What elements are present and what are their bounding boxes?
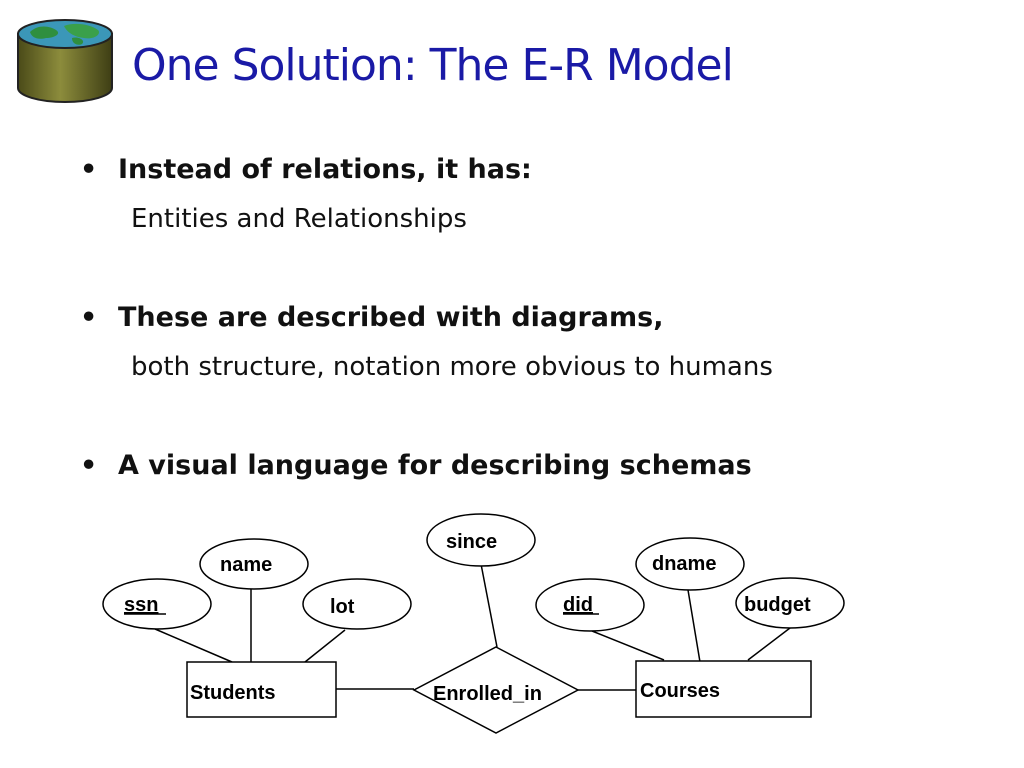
edge-since-enrolled [480,563,498,648]
bullet-3-text: A visual language for describing schemas [118,450,752,481]
attr-dname-label: dname [652,553,716,575]
attr-budget-label: budget [744,594,811,616]
attr-budget [735,577,845,629]
bullet-dot: • [80,154,98,185]
database-globe-icon [17,19,113,103]
attr-lot [302,578,412,630]
attr-did [535,578,645,632]
entity-courses [635,660,812,718]
attr-since-label: since [446,531,497,553]
bullet-1-text: Instead of relations, it has: [118,154,532,185]
attr-dname [635,537,745,591]
attr-ssn-label: ssn [124,594,158,616]
bullet-1-sub: Entities and Relationships [131,204,467,234]
entity-students-label: Students [190,682,276,704]
edge-did-courses [591,630,665,661]
attr-since [426,513,536,567]
slide-title: One Solution: The E-R Model [132,40,734,91]
relationship-label: Enrolled_in [433,683,542,705]
edge-lot-students [304,629,346,663]
bullet-2-text: These are described with diagrams, [118,302,664,333]
entity-courses-label: Courses [640,680,720,702]
bullet-2-sub: both structure, notation more obvious to… [131,352,773,382]
edge-budget-courses [747,627,791,661]
entity-students [186,661,337,718]
attr-name-label: name [220,554,272,576]
attr-ssn [102,578,212,630]
attr-lot-label: lot [330,596,355,618]
relationship-enrolled-in [412,646,580,734]
edge-dname-courses [687,589,701,663]
attr-name [199,538,309,590]
bullet-dot: • [80,450,98,481]
edge-ssn-students [154,628,233,663]
bullet-dot: • [80,302,98,333]
attr-did-label: did [563,594,593,616]
